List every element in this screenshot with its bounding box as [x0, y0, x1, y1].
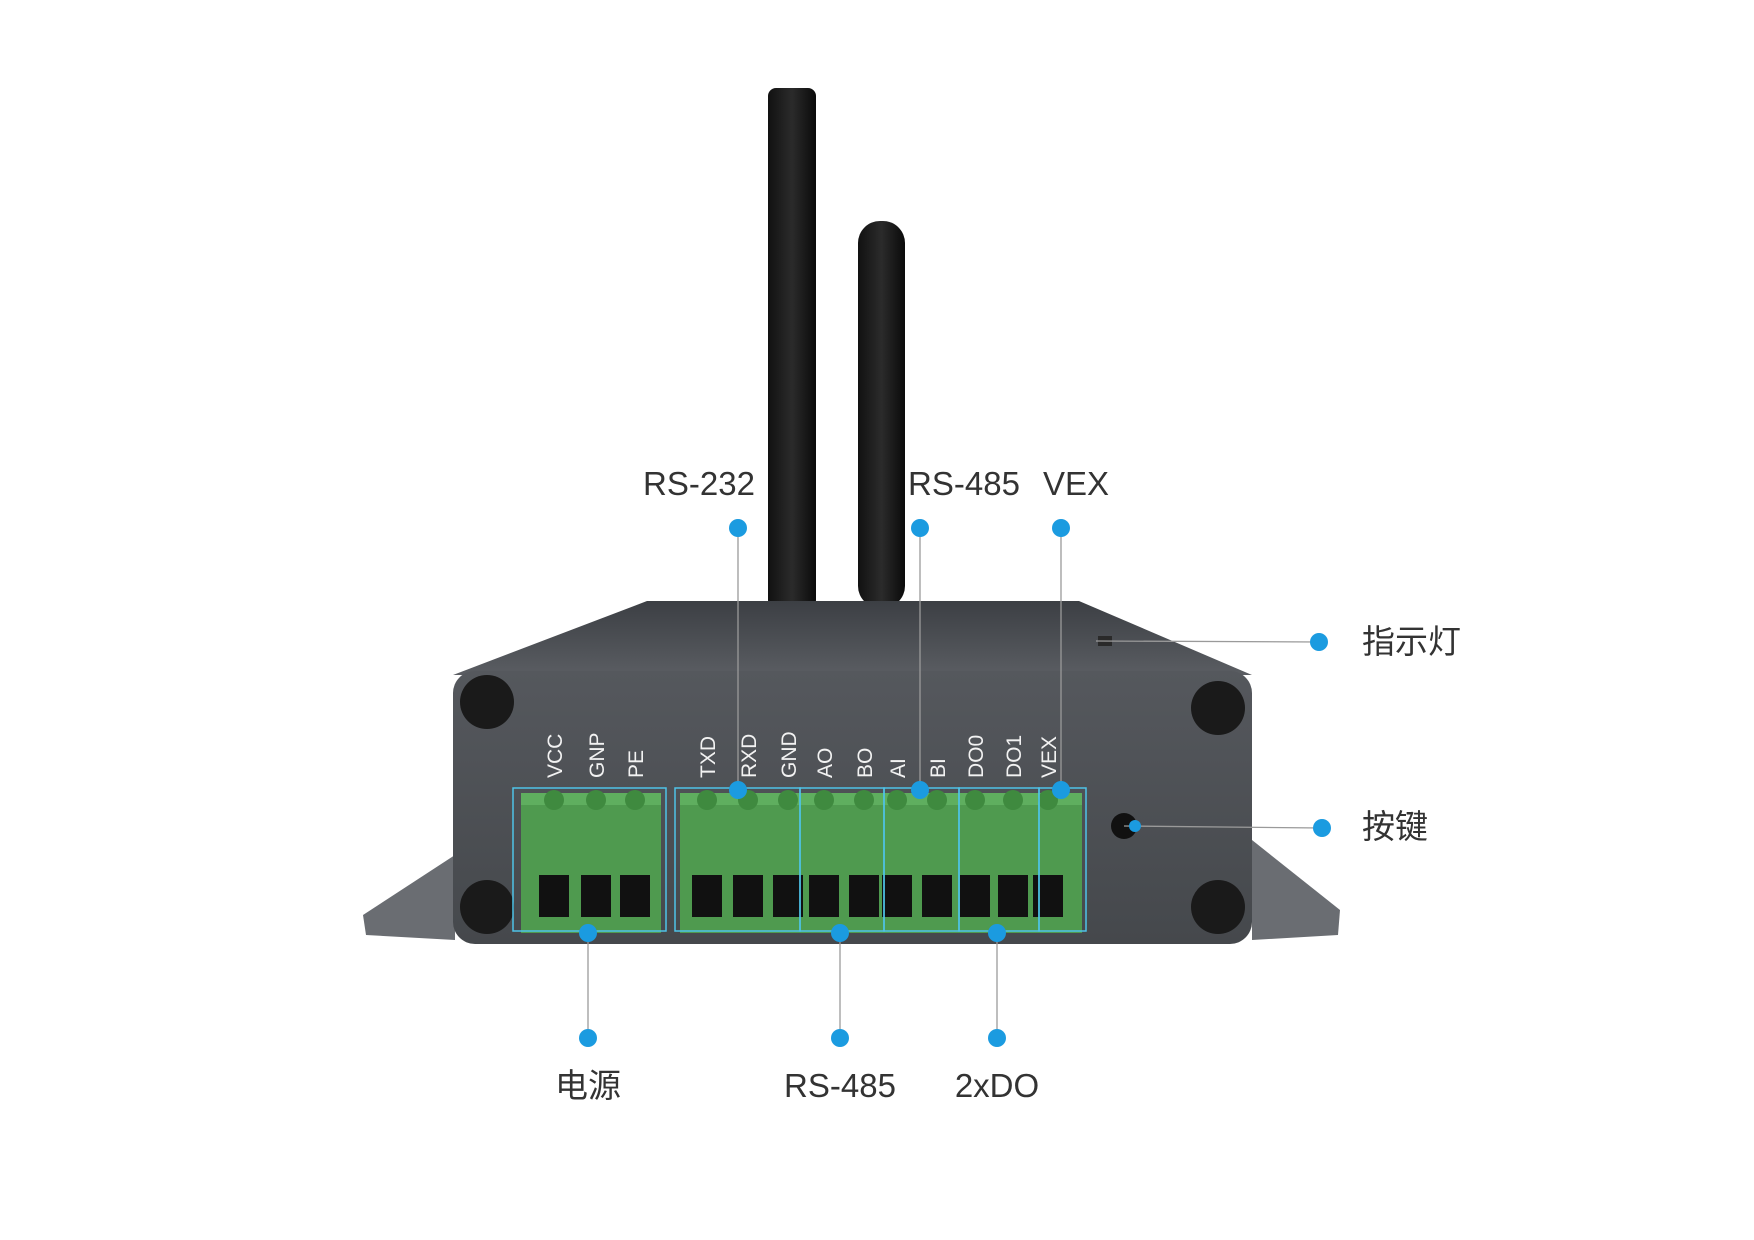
- label-power: 电源: [555, 1067, 621, 1104]
- terminal-screw[interactable]: [697, 790, 717, 810]
- terminal-holes: [539, 790, 1063, 917]
- terminal-screw[interactable]: [625, 790, 645, 810]
- terminal-hole: [922, 875, 952, 917]
- pin-label: BO: [854, 748, 877, 778]
- terminal-screw[interactable]: [1003, 790, 1023, 810]
- callout-dots: [579, 519, 1331, 1047]
- terminal-hole: [539, 875, 569, 917]
- pin-label: DO0: [965, 735, 988, 778]
- terminal-hole: [581, 875, 611, 917]
- antenna-right: [858, 221, 905, 608]
- terminal-hole: [773, 875, 803, 917]
- terminal-hole: [998, 875, 1028, 917]
- label-vex: VEX: [1043, 465, 1109, 502]
- terminal-screw[interactable]: [1038, 790, 1058, 810]
- terminal-screw[interactable]: [778, 790, 798, 810]
- pin-label: AI: [887, 758, 910, 778]
- pin-label: GNP: [586, 732, 609, 778]
- label-rs485-bottom: RS-485: [784, 1067, 896, 1104]
- pin-label: PE: [625, 750, 648, 778]
- screw-icon: [460, 675, 1245, 934]
- pin-label: DO1: [1003, 735, 1026, 778]
- label-rs485-top: RS-485: [908, 465, 1020, 502]
- terminal-screw[interactable]: [965, 790, 985, 810]
- terminal-hole: [809, 875, 839, 917]
- terminal-hole: [849, 875, 879, 917]
- antenna-left: [768, 88, 816, 608]
- terminal-hole: [620, 875, 650, 917]
- mount-flange-right: [1252, 840, 1340, 940]
- terminal-hole: [960, 875, 990, 917]
- leader-lines: [587, 528, 1323, 1038]
- housing-top: [453, 601, 1252, 675]
- label-2xdo: 2xDO: [955, 1067, 1039, 1104]
- label-indicator: 指示灯: [1362, 623, 1461, 660]
- terminal-screw[interactable]: [544, 790, 564, 810]
- label-rs232: RS-232: [643, 465, 755, 502]
- terminal-hole: [1033, 875, 1063, 917]
- pin-label: TXD: [697, 736, 720, 778]
- pin-label: RXD: [738, 734, 761, 778]
- terminal-hole: [733, 875, 763, 917]
- pin-label: VEX: [1038, 736, 1061, 778]
- terminal-screw[interactable]: [854, 790, 874, 810]
- pin-label: VCC: [544, 734, 567, 778]
- terminal-hole: [882, 875, 912, 917]
- terminal-screw[interactable]: [814, 790, 834, 810]
- label-button: 按键: [1362, 808, 1428, 845]
- pin-label: BI: [927, 758, 950, 778]
- terminal-screw[interactable]: [586, 790, 606, 810]
- pin-label: AO: [814, 748, 837, 778]
- pin-label: GND: [778, 731, 801, 778]
- terminal-screw[interactable]: [887, 790, 907, 810]
- mount-flange-left: [363, 855, 455, 940]
- terminal-hole: [692, 875, 722, 917]
- terminal-screw[interactable]: [927, 790, 947, 810]
